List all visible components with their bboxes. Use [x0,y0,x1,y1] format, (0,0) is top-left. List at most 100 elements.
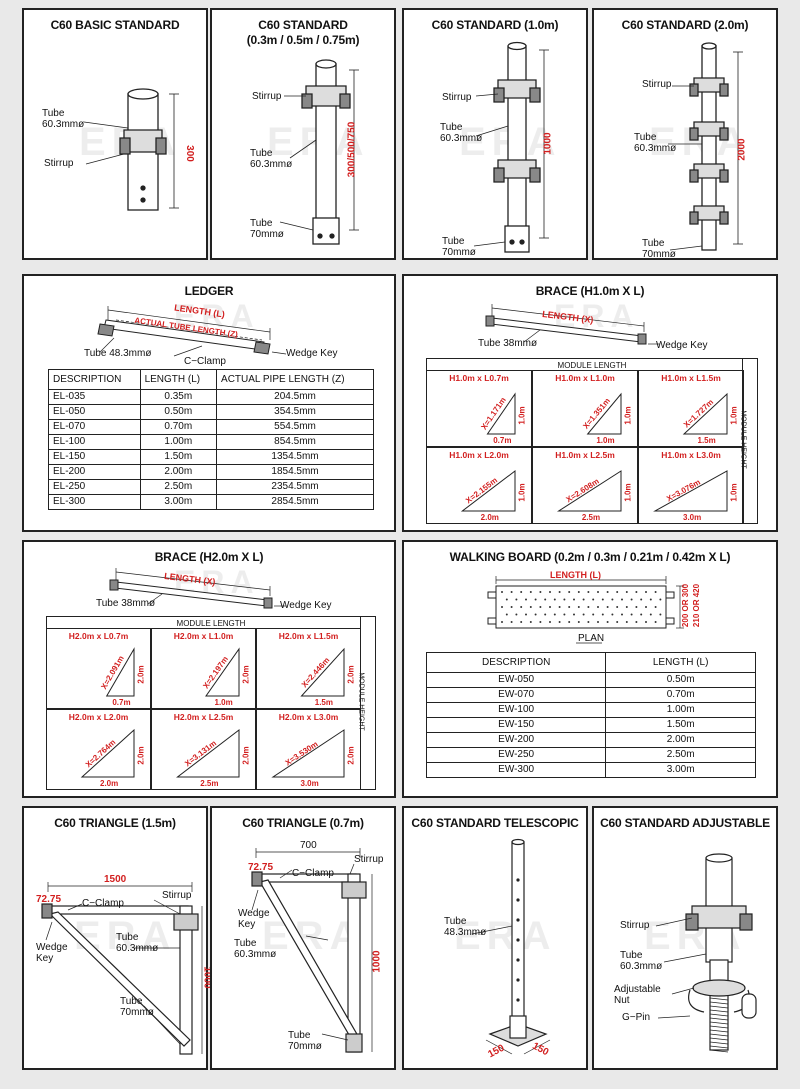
stirrup-label: Stirrup [354,854,384,865]
thread-line [709,1013,729,1017]
table-cell: EL-050 [48,404,141,420]
walking-width-label-1: 200 OR 300 [681,583,691,628]
height-dimension: 300/500/750 [346,121,358,178]
cell-title: H1.0m x L1.5m [661,373,721,383]
stirrup-label: Stirrup [620,920,650,931]
perforation-hole [510,621,513,623]
perforation-hole [616,591,619,593]
panel-title: C60 STANDARD ADJUSTABLE [600,816,770,830]
perforation-hole [573,598,575,601]
perforation-hole [659,598,662,601]
panel-brace-h2: BRACE (H2.0m X L) ERA LENGTH (X) Tube 38… [22,540,396,798]
tube-upper-label: Tube 60.3mmø [440,122,483,144]
cell-title: H2.0m x L1.5m [278,631,339,641]
length-label: 3.0m [300,779,319,788]
subtitle-text: (0.3m / 0.5m / 0.75m) [246,33,360,47]
cell-title: H2.0m x L2.0m [68,712,129,722]
perforation-hole [621,598,623,601]
height-dimension: 2000 [736,138,748,161]
tube-lower-label: Tube 70mmø [120,996,154,1018]
table-header-cell: DESCRIPTION [425,652,607,673]
g-pin-label: G−Pin [622,1012,651,1023]
height-label: 1.0m [729,483,739,502]
table-cell: EW-250 [425,747,607,763]
table-cell: 0.50m [139,404,218,420]
table-cell: 2.50m [605,747,756,763]
brace-wedge-label: Wedge Key [280,600,332,611]
length-label: 2.0m [480,513,499,522]
height-label: 1.0m [729,406,739,425]
panel-title: C60 TRIANGLE (1.5m) [54,816,176,830]
ledger-tube-label: Tube 48.3mmø [84,348,152,359]
length-label: 2.0m [100,779,119,788]
table-cell: 2.00m [605,732,756,748]
ledger-wedge-label: Wedge Key [286,348,338,359]
ledger-clamp-label: C−Clamp [184,356,226,367]
table-cell: EW-200 [425,732,607,748]
cell-title: H1.0m x L0.7m [449,373,509,383]
perforation-hole [534,613,537,616]
panel-title: WALKING BOARD (0.2m / 0.3m / 0.21m / 0.4… [449,550,731,564]
perforation-hole [501,606,503,608]
table-cell: EW-300 [425,762,607,778]
offset-dimension: 72.75 [36,894,62,905]
basic-standard-drawing [83,88,179,211]
brace-triangle [176,728,240,778]
perforation-hole [544,613,547,616]
perforation-hole [606,606,609,608]
perforation-hole [611,613,614,616]
perforation-hole [568,606,571,608]
perforation-hole [529,621,532,623]
panel-title: BRACE (H1.0m X L) [535,284,645,298]
table-cell: EL-070 [48,419,141,435]
tube-lower-label: Tube 70mmø [288,1030,322,1052]
panel-c60-standard-telescopic: C60 STANDARD TELESCOPIC ERA Tube 48.3mmø… [402,806,588,1070]
table-cell: EL-035 [48,389,141,405]
perforation-hole [568,591,571,593]
panel-c60-triangle-0-7m: C60 TRIANGLE (0.7m) ERA 700 72.75 C−Clam… [210,806,396,1070]
perforation-hole [625,606,628,608]
perforation-hole [649,613,652,616]
perforation-hole [549,621,551,623]
perforation-hole [606,621,609,623]
height-label: 1.0m [517,406,527,425]
perforation-hole [654,606,657,608]
triangle-shape [300,647,345,697]
module-height-strip [742,358,758,524]
length-label: 1.0m [214,698,233,707]
triangle-0-7m-drawing [251,848,373,1053]
panel-walking-board: WALKING BOARD (0.2m / 0.3m / 0.21m / 0.4… [402,540,778,798]
perforation-hole [635,591,638,593]
perforation-hole [515,613,518,616]
offset-dimension: 72.75 [248,862,274,873]
cell-title: H1.0m x L3.0m [661,450,721,460]
table-cell: 2.00m [139,464,218,480]
thread-line [709,1009,729,1013]
panel-brace-h1: BRACE (H1.0m X L) ERA LENGTH (X) Tube 38… [402,274,778,532]
watermark: ERA [459,120,561,165]
perforation-hole [558,621,561,623]
height-label: 2.0m [136,664,146,684]
ledger-drawing [97,306,287,357]
perforation-hole [654,591,657,593]
stirrup-label: Stirrup [162,890,192,901]
triangle-shape [80,728,135,778]
perforation-hole [563,613,566,616]
cell-title: H2.0m x L2.5m [173,712,234,722]
length-label: 1.5m [314,698,333,707]
panel-c60-triangle-1-5m: C60 TRIANGLE (1.5m) ERA 1500 72.75 C−Cla… [22,806,213,1070]
triangle-shape [556,470,622,512]
table-cell: 2354.5mm [216,479,374,495]
table-cell: EW-150 [425,717,607,733]
brace-tube-label: Tube 38mmø [478,338,538,349]
triangle-shape [653,470,728,512]
telescopic-drawing [471,838,551,1055]
